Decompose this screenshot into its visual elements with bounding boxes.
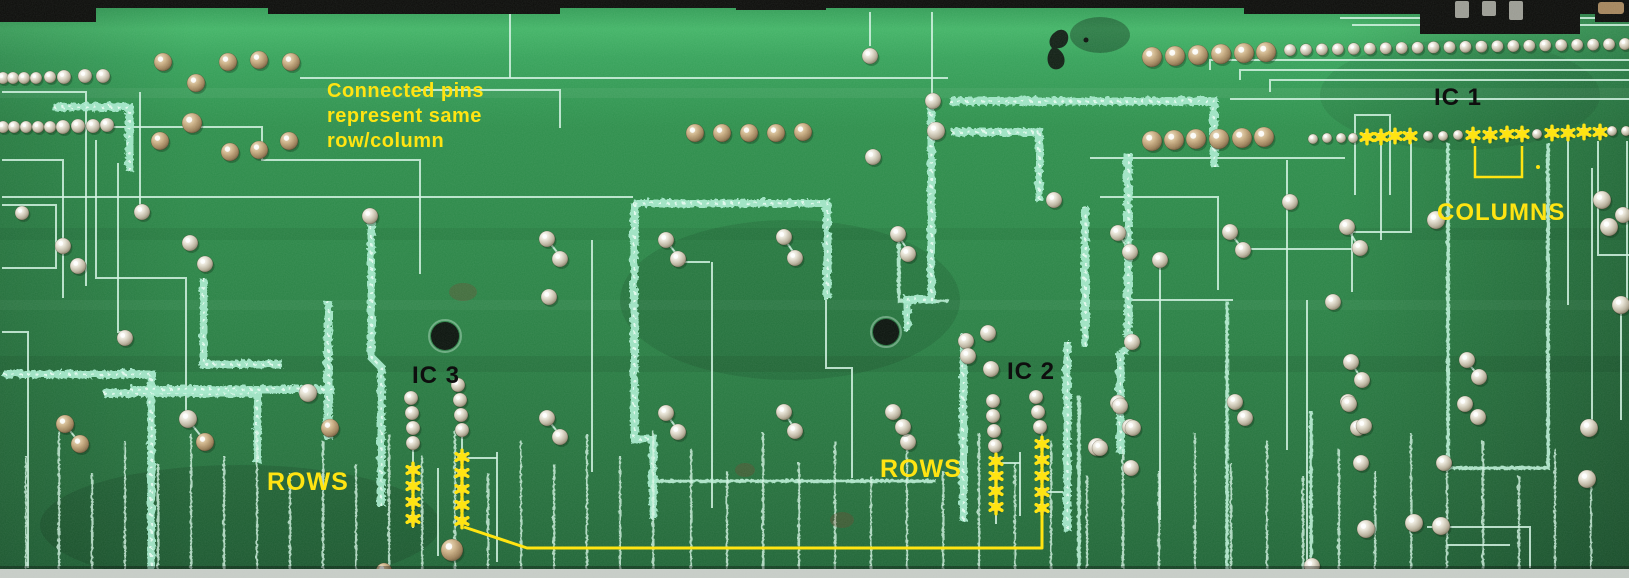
pin-star-marker [1402, 130, 1418, 142]
ic3-label: IC 3 [412, 362, 460, 389]
yellow-markers-layer [405, 123, 1608, 550]
pin-star-marker [1373, 131, 1389, 143]
note-line-2: represent same [327, 105, 482, 127]
pin-star-marker [1465, 129, 1481, 141]
note-line-3: row/column [327, 130, 444, 152]
note-line-1: Connected pins [327, 80, 484, 102]
pin-star-marker [988, 501, 1004, 513]
pin-star-marker [1034, 486, 1050, 498]
rows-connector-line [463, 512, 1044, 550]
pin-star-marker [454, 483, 470, 495]
pin-star-marker [1499, 128, 1515, 140]
pin-star-marker [988, 470, 1004, 482]
pin-star-marker [405, 496, 421, 508]
rows-left-label: ROWS [267, 468, 349, 496]
pin-star-marker [454, 515, 470, 527]
stray-speck [1536, 165, 1540, 169]
pin-star-marker [1514, 128, 1530, 140]
pin-star-marker [1576, 126, 1592, 138]
pin-star-marker [1544, 127, 1560, 139]
pin-star-marker [1482, 129, 1498, 141]
rows-right-label: ROWS [880, 455, 962, 483]
columns-bracket [1473, 146, 1524, 179]
pin-star-marker [1034, 502, 1050, 514]
pin-star-marker [988, 455, 1004, 467]
ic1-label: IC 1 [1434, 84, 1482, 111]
ic2-label: IC 2 [1007, 358, 1055, 385]
pin-star-marker [988, 485, 1004, 497]
pin-star-marker [405, 513, 421, 525]
pin-star-marker [1592, 126, 1608, 138]
pin-star-marker [454, 467, 470, 479]
pin-star-marker [454, 499, 470, 511]
pin-star-marker [1034, 470, 1050, 482]
annotation-text-layer: Connected pins represent same row/column… [267, 80, 1565, 496]
pin-star-marker [1034, 438, 1050, 450]
pin-star-marker [405, 464, 421, 476]
columns-label: COLUMNS [1437, 199, 1565, 226]
pin-star-marker [405, 480, 421, 492]
pin-star-marker [1387, 130, 1403, 142]
pin-star-marker [1034, 454, 1050, 466]
pin-star-marker [1560, 127, 1576, 139]
pin-star-marker [1359, 131, 1375, 143]
pin-star-marker [454, 451, 470, 463]
